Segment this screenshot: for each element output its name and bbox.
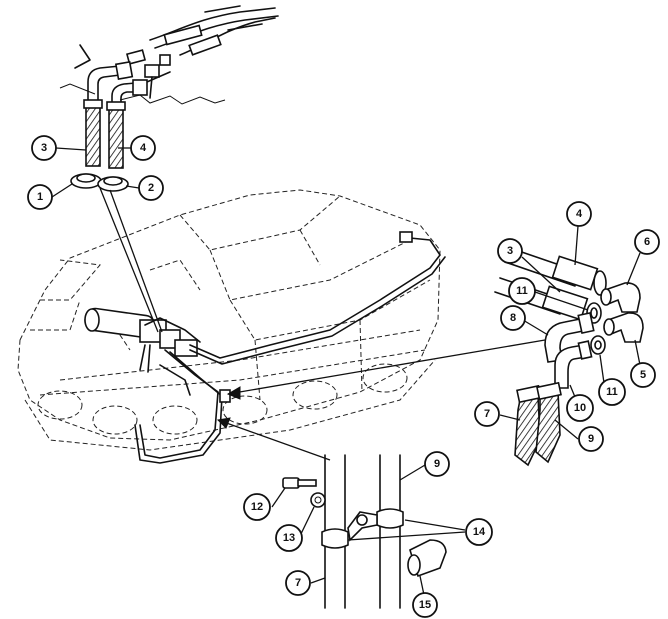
callout-13-label: 13: [283, 532, 295, 544]
callout-8-label: 8: [510, 312, 516, 324]
top-fitting-detail: [59, 5, 279, 192]
clamp-detail: [282, 454, 447, 609]
callout-13: 13: [275, 524, 303, 552]
callout-3-right-label: 3: [507, 245, 513, 257]
callout-7-right: 7: [474, 401, 500, 427]
callout-7-bottom-label: 7: [295, 577, 301, 589]
callout-5: 5: [630, 362, 656, 388]
callout-11-upper-label: 11: [516, 285, 528, 297]
arrow-to-fittings: [227, 339, 546, 395]
callout-1: 1: [27, 184, 53, 210]
callout-10: 10: [566, 394, 594, 422]
callout-14: 14: [465, 518, 493, 546]
callout-3-right: 3: [497, 238, 523, 264]
callout-6-label: 6: [644, 236, 650, 248]
callout-4-top-label: 4: [140, 142, 147, 154]
callout-9-right-label: 9: [588, 433, 594, 445]
callout-leaders: [51, 147, 641, 596]
callout-2: 2: [138, 175, 164, 201]
callout-4-right-label: 4: [576, 208, 583, 220]
callout-11-lower-label: 11: [606, 386, 618, 398]
callout-3-top: 3: [31, 135, 57, 161]
callout-2-label: 2: [148, 182, 154, 194]
callout-14-label: 14: [473, 526, 486, 538]
callout-11-lower: 11: [598, 378, 626, 406]
arrow-head: [226, 386, 241, 400]
callout-15-label: 15: [419, 599, 431, 611]
callout-9-bottom: 9: [424, 451, 450, 477]
callout-7-bottom: 7: [285, 570, 311, 596]
arrow-to-clamp: [217, 419, 331, 461]
callout-7-right-label: 7: [484, 408, 490, 420]
leader-top-to-vehicle: [99, 187, 159, 333]
callout-8: 8: [500, 305, 526, 331]
callout-5-label: 5: [640, 369, 646, 381]
callout-6: 6: [634, 229, 660, 255]
arrow-head-2: [216, 417, 231, 429]
callout-4-top: 4: [130, 135, 156, 161]
leader-top-to-vehicle-2: [109, 189, 163, 333]
callout-9-right: 9: [578, 426, 604, 452]
callout-15: 15: [412, 592, 438, 618]
callout-9-bottom-label: 9: [434, 458, 440, 470]
callout-12: 12: [243, 493, 271, 521]
callout-1-label: 1: [37, 191, 43, 203]
right-fitting-detail: [494, 247, 644, 467]
callout-4-right: 4: [566, 201, 592, 227]
callout-12-label: 12: [251, 501, 263, 513]
vehicle-outline: [17, 189, 441, 451]
callout-10-label: 10: [574, 402, 586, 414]
callout-3-top-label: 3: [41, 142, 47, 154]
hydraulic-lines: [84, 231, 446, 464]
callout-11-upper: 11: [508, 277, 536, 305]
